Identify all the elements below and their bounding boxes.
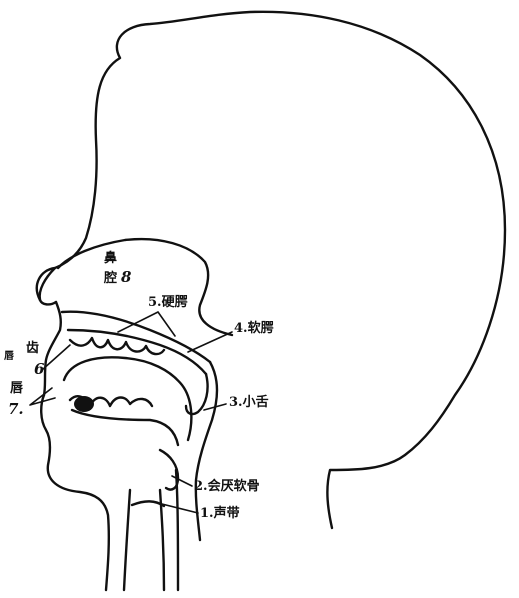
lower-jaw: [72, 410, 178, 445]
leader-hard-palate: [118, 312, 175, 336]
label-lips-num: 7.: [8, 402, 24, 417]
vocal-cord-line: [132, 501, 164, 506]
label-lip-small: 唇: [4, 352, 14, 362]
label-hard-palate: 5.硬腭: [148, 296, 188, 309]
label-nasal-cavity-char1: 鼻: [104, 252, 117, 265]
leader-soft-palate: [188, 332, 232, 352]
neck-outline: [176, 470, 178, 590]
upper-teeth: [70, 338, 164, 354]
label-teeth-char: 齿: [26, 342, 39, 355]
label-uvula: 3.小舌: [229, 396, 269, 409]
larynx-front: [124, 490, 130, 590]
label-nasal-cavity-num: 8: [121, 270, 131, 285]
tongue-tip-dark: [74, 396, 94, 412]
label-soft-palate: 4.软腭: [234, 322, 274, 335]
label-vocal-cords: 1.声带: [200, 507, 240, 520]
chin-outline: [41, 395, 109, 590]
label-lips-char: 唇: [10, 382, 23, 395]
skull-outline: [37, 12, 505, 528]
upper-face: [44, 302, 61, 395]
hard-palate-curve: [62, 312, 210, 362]
label-nasal-cavity-char2: 腔: [104, 272, 117, 285]
leader-epiglottis: [172, 476, 192, 486]
nasal-cavity-outline: [58, 239, 232, 335]
label-teeth-num: 6: [34, 362, 44, 377]
leader-vocal-cords: [162, 504, 198, 513]
soft-palate: [186, 374, 208, 414]
label-epiglottis: 2.会厌软骨: [194, 480, 260, 493]
